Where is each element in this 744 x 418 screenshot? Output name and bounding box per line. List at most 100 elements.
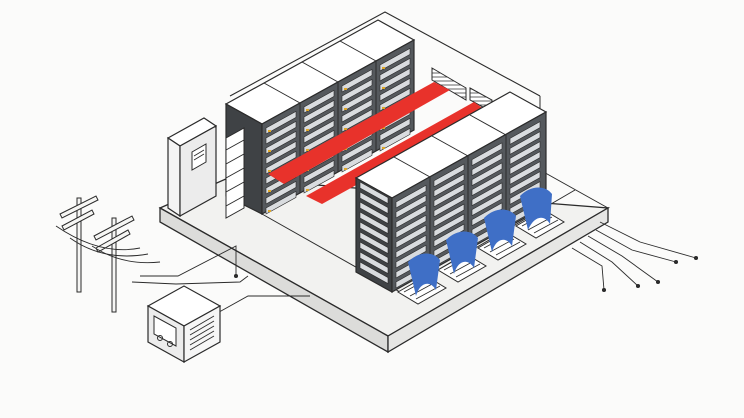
server-unit	[379, 87, 411, 112]
server-unit	[265, 180, 297, 205]
server-unit	[379, 47, 411, 72]
server-unit	[303, 109, 335, 134]
status-led	[382, 66, 385, 69]
cold-air-arrow	[446, 231, 478, 274]
status-led	[382, 106, 385, 109]
server-unit	[395, 204, 427, 229]
server-unit	[433, 193, 465, 218]
server-unit	[395, 184, 427, 209]
server-unit	[395, 214, 427, 239]
server-unit	[359, 211, 389, 235]
server-unit	[359, 261, 389, 285]
server-unit	[303, 89, 335, 114]
server-unit	[379, 57, 411, 82]
server-unit	[471, 142, 503, 167]
server-unit	[509, 141, 541, 165]
hot-aisle	[268, 82, 488, 204]
server-unit	[395, 234, 427, 259]
hot-aisle-strip	[306, 102, 488, 204]
cold-air-arrow	[408, 253, 440, 296]
server-unit	[303, 159, 335, 184]
utility-poles	[55, 195, 161, 313]
server-unit	[341, 98, 373, 123]
server-unit	[471, 162, 503, 187]
server-unit	[509, 121, 541, 145]
status-led	[306, 188, 309, 191]
server-unit	[265, 110, 297, 135]
status-led	[344, 107, 347, 110]
cold-air-flow	[408, 187, 552, 296]
status-led	[268, 190, 271, 192]
server-unit	[359, 251, 389, 275]
server-unit	[379, 77, 411, 102]
server-unit	[359, 191, 389, 215]
utility-pole	[111, 217, 117, 313]
status-led	[268, 150, 271, 152]
server-unit	[359, 181, 389, 205]
server-unit	[509, 131, 541, 155]
floor-vents	[397, 209, 565, 305]
server-unit	[265, 190, 297, 215]
server-unit	[471, 192, 503, 217]
server-unit	[359, 231, 389, 255]
status-led	[306, 148, 309, 151]
coolant-pipes	[225, 127, 245, 219]
server-unit	[509, 171, 541, 195]
power-cables	[131, 245, 310, 317]
server-unit	[341, 68, 373, 93]
server-unit	[471, 202, 503, 227]
server-unit	[433, 173, 465, 198]
server-unit	[265, 140, 297, 165]
status-led	[268, 210, 271, 212]
server-unit	[359, 221, 389, 245]
status-led	[268, 170, 271, 172]
generator-unit	[146, 285, 222, 364]
server-unit	[341, 138, 373, 163]
server-unit	[265, 150, 297, 175]
server-unit	[509, 151, 541, 175]
status-led	[344, 87, 347, 90]
server-unit	[265, 130, 297, 155]
server-unit	[303, 129, 335, 154]
server-unit	[341, 88, 373, 113]
status-led	[268, 130, 271, 132]
server-unit	[265, 120, 297, 145]
utility-pole	[76, 197, 82, 293]
hot-aisle-strip	[268, 82, 450, 184]
server-unit	[379, 117, 411, 142]
side-server-units	[359, 181, 389, 285]
network-cables	[571, 221, 699, 293]
room-wall-right	[539, 96, 609, 209]
server-unit	[341, 148, 373, 173]
server-unit	[433, 213, 465, 238]
server-unit	[433, 203, 465, 228]
status-led	[344, 167, 347, 170]
status-led	[382, 146, 385, 149]
server-unit	[359, 201, 389, 225]
server-unit	[509, 161, 541, 185]
server-unit	[303, 169, 335, 194]
cooling-cabinet	[166, 117, 245, 219]
room-wall-back	[229, 11, 541, 97]
server-unit	[379, 67, 411, 92]
status-led	[382, 86, 385, 89]
platform-side-right	[387, 206, 609, 354]
status-led	[382, 126, 385, 129]
server-unit	[395, 224, 427, 249]
server-unit	[471, 172, 503, 197]
server-unit	[303, 119, 335, 144]
status-led	[306, 128, 309, 131]
server-unit	[433, 163, 465, 188]
cold-air-arrow	[520, 187, 552, 230]
status-led	[344, 127, 347, 130]
server-unit	[341, 78, 373, 103]
server-unit	[359, 241, 389, 265]
server-unit	[303, 99, 335, 124]
server-unit	[395, 244, 427, 269]
server-unit	[379, 127, 411, 152]
server-unit	[433, 183, 465, 208]
front-rack-row	[354, 91, 548, 294]
wall-vent	[431, 67, 467, 101]
